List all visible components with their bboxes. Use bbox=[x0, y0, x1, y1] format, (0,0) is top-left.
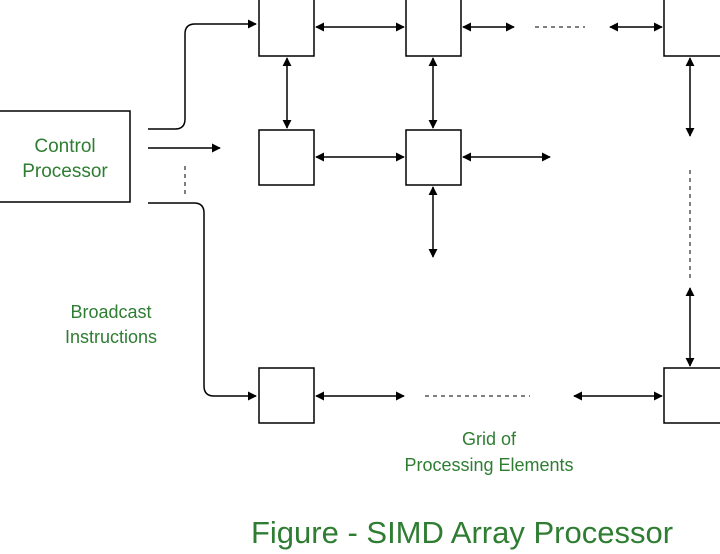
pe-row2-col1 bbox=[258, 129, 315, 186]
pe-row1-col2 bbox=[405, 0, 462, 57]
control-processor-label-line1: Control bbox=[34, 136, 95, 157]
control-processor-label-line2: Processor bbox=[22, 161, 108, 182]
broadcast-line bbox=[148, 202, 257, 401]
pe-row2-col2 bbox=[405, 129, 462, 186]
broadcast-instructions-label-line1: Broadcast bbox=[70, 302, 151, 322]
figure-caption: Figure - SIMD Array Processor bbox=[251, 515, 673, 550]
pe-row1-col-last bbox=[663, 0, 720, 57]
grid-label-line2: Processing Elements bbox=[404, 455, 573, 475]
pe-last-row-col1 bbox=[258, 367, 315, 424]
control-processor-box bbox=[0, 110, 131, 203]
broadcast-instructions-label-line2: Instructions bbox=[65, 327, 157, 347]
pe-row1-col1 bbox=[258, 0, 315, 57]
grid-label-line1: Grid of bbox=[462, 429, 517, 449]
pe-last-row-col-last bbox=[663, 367, 720, 424]
control-output-upper-line bbox=[148, 19, 257, 130]
